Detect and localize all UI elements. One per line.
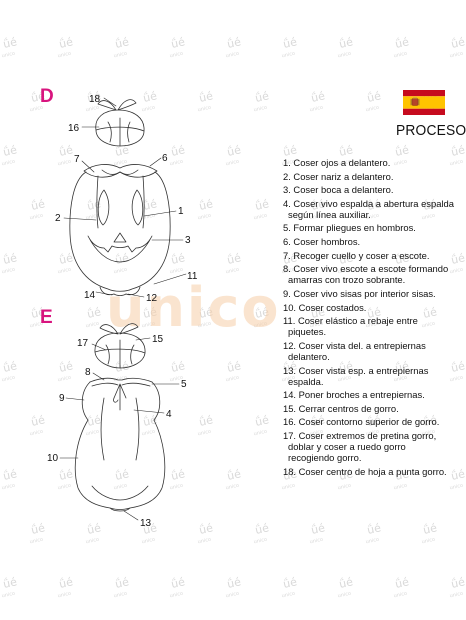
section-e-label: E: [40, 307, 53, 328]
process-step: 4. Coser vivo espalda a abertura espalda…: [283, 198, 466, 220]
step-text: 1. Coser ojos a delantero.: [283, 157, 391, 168]
process-step: 2. Coser nariz a delantero.: [283, 171, 466, 182]
label-16: 16: [68, 123, 80, 134]
label-2: 2: [55, 213, 61, 224]
process-step: 9. Coser vivo sisas por interior sisas.: [283, 288, 466, 299]
step-text-continued: espalda.: [288, 375, 324, 387]
step-text-continued: recogiendo gorro.: [288, 452, 362, 464]
process-step: 18. Coser centro de hoja a punta gorro.: [283, 466, 466, 477]
step-text-continued: doblar y coser a ruedo gorro: [288, 441, 406, 453]
step-text-continued: piquetes.: [288, 326, 327, 338]
label-4: 4: [166, 409, 172, 420]
process-title: PROCESO: [396, 122, 466, 139]
step-text-continued: según línea auxiliar.: [288, 208, 371, 220]
process-step: 3. Coser boca a delantero.: [283, 184, 466, 195]
step-text-continued: delantero.: [288, 350, 330, 362]
label-17: 17: [77, 338, 89, 349]
labels-d: 18 16 7 6 2 1 3 11 14 12: [55, 94, 198, 304]
step-text: 7. Recoger cuello y coser a escote.: [283, 249, 430, 261]
step-text: 6. Coser hombros.: [283, 236, 361, 248]
label-8: 8: [85, 367, 91, 378]
step-text: 5. Formar pliegues en hombros.: [283, 222, 416, 234]
step-text: 12. Coser vista del. a entrepiernas: [283, 339, 426, 351]
label-7: 7: [74, 154, 80, 165]
step-text: 10. Coser costados.: [283, 301, 367, 313]
label-14: 14: [84, 290, 96, 301]
label-11: 11: [187, 271, 198, 282]
label-15: 15: [152, 334, 164, 345]
label-13: 13: [140, 518, 152, 529]
step-text: 11. Coser elástico a rebaje entre: [283, 315, 418, 327]
labels-e: 17 15 8 5 9 4 10 13: [47, 334, 187, 529]
step-text: 15. Cerrar centros de gorro.: [283, 402, 399, 414]
coat-of-arms-icon: [410, 97, 420, 106]
process-step: 15. Cerrar centros de gorro.: [283, 403, 466, 414]
label-3: 3: [185, 235, 191, 246]
step-text: 2. Coser nariz a delantero.: [283, 170, 394, 182]
front-view-drawing: [69, 99, 171, 296]
label-9: 9: [59, 393, 65, 404]
step-text: 18. Coser centro de hoja a punta gorro.: [283, 465, 447, 477]
process-step: 6. Coser hombros.: [283, 236, 466, 247]
process-step: 7. Recoger cuello y coser a escote.: [283, 250, 466, 261]
step-text-continued: amarras con trozo sobrante.: [288, 274, 406, 286]
process-step: 16. Coser contorno superior de gorro.: [283, 416, 466, 427]
label-1: 1: [178, 206, 184, 217]
step-text: 4. Coser vivo espalda a abertura espalda: [283, 197, 454, 209]
label-12: 12: [146, 293, 158, 304]
step-text: 16. Coser contorno superior de gorro.: [283, 416, 440, 428]
label-5: 5: [181, 379, 187, 390]
process-step: 5. Formar pliegues en hombros.: [283, 222, 466, 233]
process-step: 14. Poner broches a entrepiernas.: [283, 389, 466, 400]
leader-lines-d: [63, 97, 187, 298]
label-10: 10: [47, 453, 59, 464]
leader-lines-e: [59, 337, 180, 521]
back-view-drawing: [74, 323, 166, 512]
step-text: 17. Coser extremos de pretina gorro,: [283, 429, 437, 441]
label-6: 6: [162, 153, 168, 164]
process-steps-list: 1. Coser ojos a delantero. 2. Coser nariz…: [283, 157, 466, 479]
step-text: 3. Coser boca a delantero.: [283, 184, 394, 196]
process-step: 17. Coser extremos de pretina gorro,dobl…: [283, 430, 466, 463]
process-step: 1. Coser ojos a delantero.: [283, 157, 466, 168]
step-text: 14. Poner broches a entrepiernas.: [283, 389, 425, 401]
step-text: 9. Coser vivo sisas por interior sisas.: [283, 287, 436, 299]
section-d-label: D: [40, 86, 54, 107]
label-18: 18: [89, 94, 101, 105]
step-text: 8. Coser vivo escote a escote formando: [283, 263, 449, 275]
process-step: 10. Coser costados.: [283, 302, 466, 313]
spain-flag-icon: [403, 90, 445, 115]
step-text: 13. Coser vista esp. a entrepiernas: [283, 364, 429, 376]
